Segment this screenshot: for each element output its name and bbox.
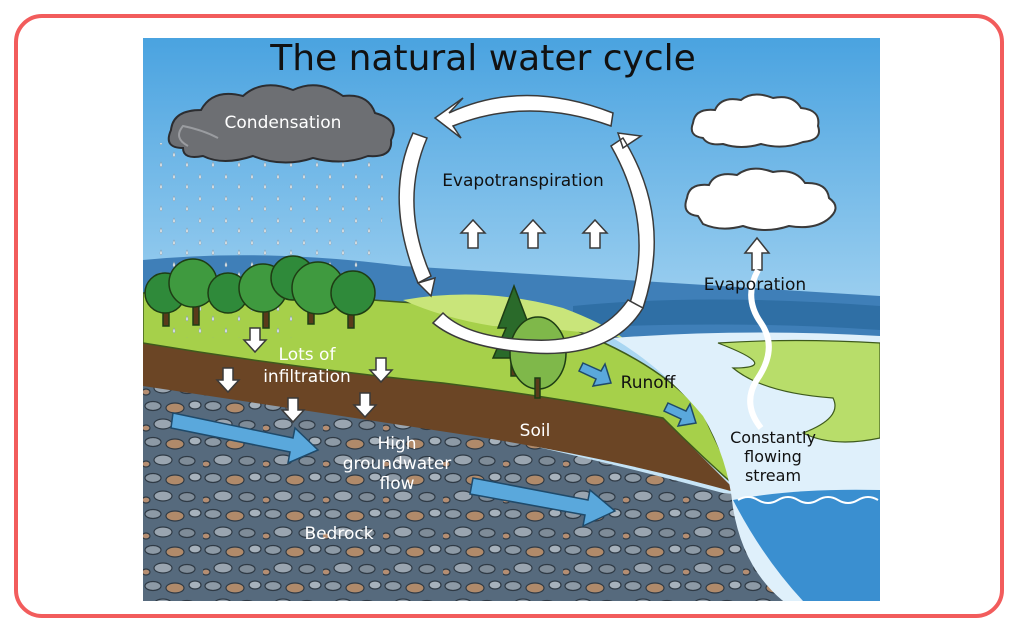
soil-label: Soil bbox=[520, 421, 551, 441]
cloud-lower bbox=[684, 167, 837, 231]
stream-deep-water bbox=[733, 489, 880, 601]
groundwater-flow-arrows bbox=[170, 362, 697, 528]
far-shore bbox=[573, 299, 880, 330]
evapotranspiration-label: Evapotranspiration bbox=[442, 171, 604, 191]
stream-label-line3: stream bbox=[745, 466, 801, 485]
evaporation-label: Evaporation bbox=[704, 275, 806, 295]
groundwater-label-line3: flow bbox=[379, 474, 414, 494]
runoff-label: Runoff bbox=[621, 373, 677, 393]
stream-label-line1: Constantly bbox=[730, 428, 816, 447]
stream-wave bbox=[737, 496, 879, 504]
infiltration-label-line1: Lots of bbox=[279, 345, 337, 365]
bedrock-label: Bedrock bbox=[304, 524, 373, 544]
water-cycle-diagram: The natural water cycle Condensation Eva… bbox=[143, 38, 880, 601]
tree-cluster-left bbox=[144, 255, 376, 329]
diagram-title: The natural water cycle bbox=[269, 38, 696, 79]
stream-label-line2: flowing bbox=[744, 447, 802, 466]
infiltration-label-line2: infiltration bbox=[263, 367, 351, 387]
condensation-label: Condensation bbox=[225, 113, 342, 133]
condensation-cloud bbox=[167, 84, 395, 164]
upward-arrows bbox=[459, 218, 771, 271]
evapotranspiration-cycle-arrows bbox=[398, 94, 655, 355]
groundwater-label-line1: High bbox=[377, 434, 416, 454]
evaporation-vapor-trail bbox=[747, 268, 772, 430]
cloud-upper bbox=[690, 93, 820, 148]
groundwater-label-line2: groundwater bbox=[343, 454, 452, 474]
infiltration-arrows bbox=[215, 327, 394, 424]
stream-bank-right bbox=[717, 339, 880, 443]
soil-layer bbox=[143, 343, 738, 493]
